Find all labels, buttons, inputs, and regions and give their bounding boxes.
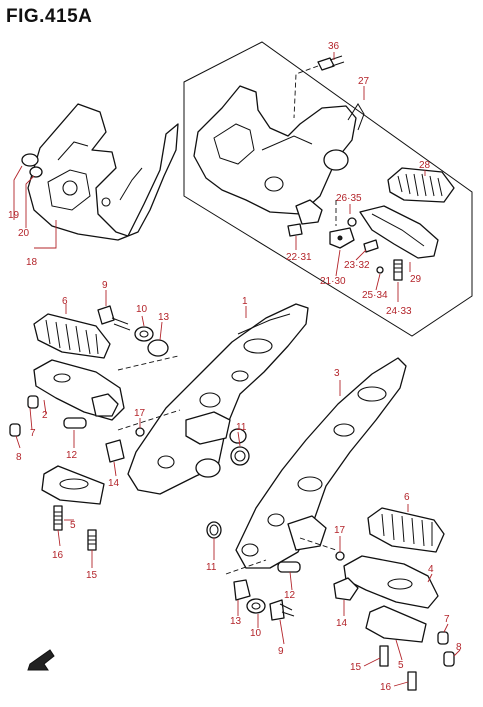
callout-10-right: 10 xyxy=(250,628,262,639)
callout-17-right: 17 xyxy=(334,525,346,536)
callout-8-left: 8 xyxy=(16,452,22,463)
pad-5-left xyxy=(41,465,105,505)
bolt-36 xyxy=(293,55,345,119)
pad-5-right xyxy=(365,605,427,643)
callout-10-left: 10 xyxy=(136,304,148,315)
callout-11-left: 11 xyxy=(236,422,247,433)
right-small-parts xyxy=(206,521,455,691)
callout-15-left: 15 xyxy=(86,570,98,581)
callout-13-left: 13 xyxy=(158,312,170,323)
callout-22-31: 22·31 xyxy=(286,252,312,263)
callout-21-30: 21·30 xyxy=(320,276,346,287)
callout-14-left: 14 xyxy=(108,478,120,489)
callout-7-left: 7 xyxy=(30,428,36,439)
rear-footpeg-rubber-28 xyxy=(387,167,455,203)
callout-9-right: 9 xyxy=(278,646,284,657)
callout-28: 28 xyxy=(419,160,431,171)
callout-29: 29 xyxy=(410,274,422,285)
callout-18: 18 xyxy=(26,257,38,268)
callout-5-left: 5 xyxy=(70,520,76,531)
footpeg-rubber-6-right xyxy=(367,507,445,553)
callout-25-34: 25·34 xyxy=(362,290,388,301)
callout-6-right: 6 xyxy=(404,492,410,503)
front-direction-arrow-icon xyxy=(27,649,55,671)
callout-1: 1 xyxy=(242,296,248,307)
callout-15-right: 15 xyxy=(350,662,362,673)
footpeg-2 xyxy=(33,359,125,421)
footpeg-rubber-6-left xyxy=(33,313,111,359)
callout-3: 3 xyxy=(334,368,340,379)
rear-assembly-box xyxy=(183,41,473,337)
left-small-parts xyxy=(9,305,250,466)
rear-small-parts xyxy=(287,200,384,274)
callout-8-right: 8 xyxy=(456,642,462,653)
bracket-1 xyxy=(127,303,309,495)
callout-11-right: 11 xyxy=(206,562,217,573)
callout-36: 36 xyxy=(328,41,340,52)
figure-title: FIG.415A xyxy=(6,6,93,27)
callout-4: 4 xyxy=(428,564,434,575)
callout-12-right: 12 xyxy=(284,590,296,601)
callout-13-right: 13 xyxy=(230,616,242,627)
frame-bracket xyxy=(21,103,179,241)
callout-24-33: 24·33 xyxy=(386,306,412,317)
callout-20: 20 xyxy=(18,228,30,239)
callout-23-32: 23·32 xyxy=(344,260,370,271)
callout-16-left: 16 xyxy=(52,550,64,561)
bolts-left xyxy=(53,505,97,551)
callout-19: 19 xyxy=(8,210,20,221)
callout-16-right: 16 xyxy=(380,682,392,693)
callout-2: 2 xyxy=(42,410,48,421)
leader-lines xyxy=(13,52,461,687)
rear-footpeg-29 xyxy=(359,205,439,281)
bracket-3 xyxy=(235,357,407,569)
callout-17-left: 17 xyxy=(134,408,146,419)
callout-6-left: 6 xyxy=(62,296,68,307)
callout-27: 27 xyxy=(358,76,370,87)
callout-12-left: 12 xyxy=(66,450,78,461)
callout-labels: 36 27 28 26·35 19 20 18 22·31 23·32 21·3… xyxy=(8,41,462,693)
callout-14-right: 14 xyxy=(336,618,348,629)
callout-7-right: 7 xyxy=(444,614,450,625)
callout-9-left: 9 xyxy=(102,280,108,291)
footpeg-4 xyxy=(333,555,439,609)
callout-26-35: 26·35 xyxy=(336,193,362,204)
rear-bracket-27 xyxy=(193,85,365,225)
callout-5-right: 5 xyxy=(398,660,404,671)
